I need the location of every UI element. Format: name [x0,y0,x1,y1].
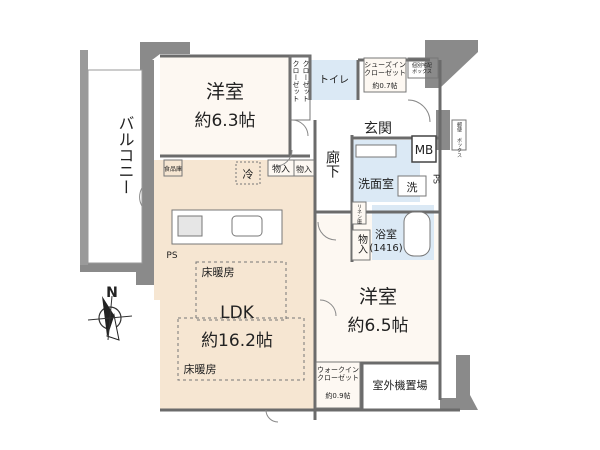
shoe-closet-name: シューズインクローゼット [364,60,406,77]
western-room-1-size: 約6.3帖 [194,111,255,131]
floor-heating-1-label: 床暖房 [202,265,235,279]
mb-label: MB [415,143,434,157]
ps-2-label: PS [432,174,441,184]
linen-label: リネン庫 [356,204,362,225]
washroom-label: 洗面室 [358,176,394,191]
storage-1-label: 物入 [272,163,290,175]
washer-label: 洗 [407,181,418,194]
fixture-outlines [163,55,467,409]
western-room-2-name: 洋室 [359,286,397,308]
closet-b-label: クローゼット [302,60,310,102]
mailbox-label: 郵便ボックス [456,121,462,158]
hallway-label: 廊下 [324,149,340,178]
walk-in-closet-size: 約0.9帖 [325,391,350,400]
closet-labels: シューズインクローゼット 約0.7帖 ウォークインクローゼット 約0.9帖 物入… [164,60,406,400]
vertical-labels: バルコニー 廊下 クローゼット クローゼット 物入 リネン庫 PS 郵便ボックス [116,60,463,254]
ps-1-label: PS [166,251,177,261]
walk-in-closet-name: ウォークインクローゼット [317,366,359,382]
ldk-floor [154,160,315,410]
compass-label: N [106,285,118,301]
balcony-label: バルコニー [116,115,135,195]
shoe-closet-size: 約0.7帖 [372,81,397,90]
fridge-label: 冷 [243,168,254,181]
door-swings [139,99,431,423]
floor-heating-2-label: 床暖房 [184,362,217,376]
balcony-area [80,50,143,265]
bathroom-size: (1416) [369,243,402,254]
ldk-name: LDK [220,303,255,323]
compass-icon [87,295,133,341]
food-storage-label: 食品庫 [164,165,182,173]
ldk-size: 約16.2帖 [201,331,273,351]
room-labels: 洋室 約6.3帖 洋室 約6.5帖 LDK 約16.2帖 トイレ 玄関 洗面室 … [194,75,427,392]
delivery-box-label: 個別宅配ボックス [412,62,432,75]
storage-2-label: 物入 [296,164,312,174]
entrance-label: 玄関 [364,120,392,137]
floor-heating-areas [177,261,305,381]
outdoor-unit-label: 室外機置場 [373,378,428,392]
toilet-label: トイレ [319,75,349,86]
storage-3-label: 物入 [356,233,368,254]
closet-a-label: クローゼット [292,60,300,102]
bathroom-name: 浴室 [375,227,397,241]
western-room-1-name: 洋室 [206,81,244,103]
fixture-labels: MB PS 冷 洗 床暖房 床暖房 個別宅配ボックス [166,62,433,376]
western-room-2-size: 約6.5帖 [347,316,408,336]
